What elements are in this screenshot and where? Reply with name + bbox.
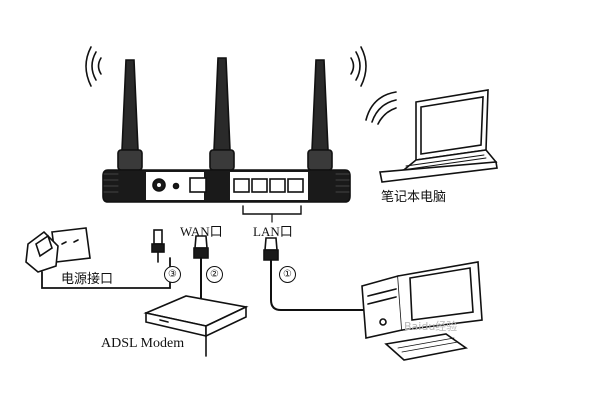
- adsl-modem-icon: [143, 295, 249, 357]
- dc-plug-icon: [151, 229, 165, 263]
- laptop-label: 笔记本电脑: [381, 190, 447, 205]
- rj45-plug-icon: [193, 235, 279, 261]
- router-icon: [102, 169, 351, 203]
- step-1-badge: ①: [279, 266, 296, 283]
- power-port-label: 电源接口: [61, 272, 114, 287]
- modem-label: ADSL Modem: [101, 336, 185, 351]
- power-adapter-icon: [25, 230, 59, 273]
- watermark: Baidu经验: [404, 320, 458, 333]
- wan-port-label: WAN口: [180, 224, 223, 239]
- step-2-badge: ②: [206, 266, 223, 283]
- desktop-computer-icon: [361, 261, 483, 361]
- wifi-waves-icon: [85, 46, 367, 87]
- step-3-badge: ③: [164, 266, 181, 283]
- antenna-icon: [121, 57, 329, 151]
- laptop-icon: [365, 89, 498, 183]
- lan-port-label: LAN口: [253, 224, 293, 239]
